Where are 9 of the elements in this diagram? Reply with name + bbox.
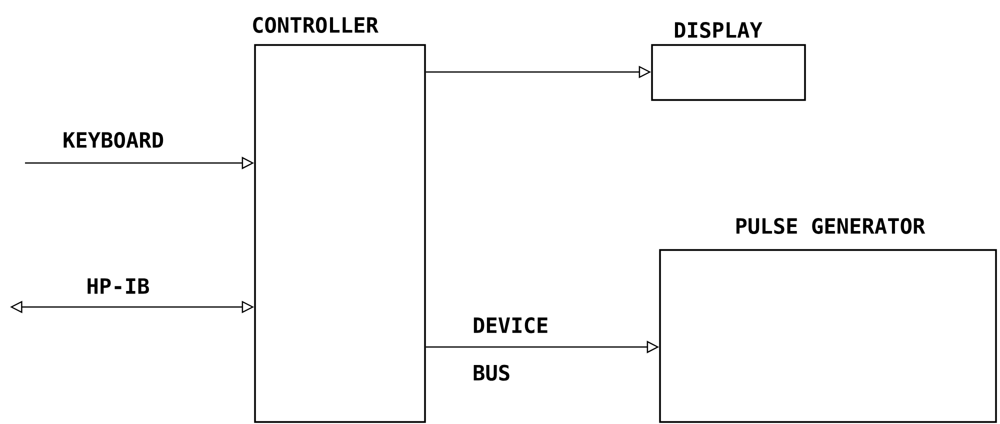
edge-label: KEYBOARD — [64, 132, 164, 148]
node-label: CONTROLLER — [253, 17, 378, 33]
node-label: PULSE GENERATOR — [736, 218, 926, 234]
block-box: PULSE GENERATOR — [659, 218, 997, 423]
block-box: CONTROLLER — [253, 17, 426, 423]
block-box: DISPLAY — [651, 22, 806, 101]
edge-label: HP-IB — [88, 278, 149, 294]
node-label: DISPLAY — [674, 22, 762, 38]
edge-label: DEVICE BUS — [474, 317, 548, 381]
